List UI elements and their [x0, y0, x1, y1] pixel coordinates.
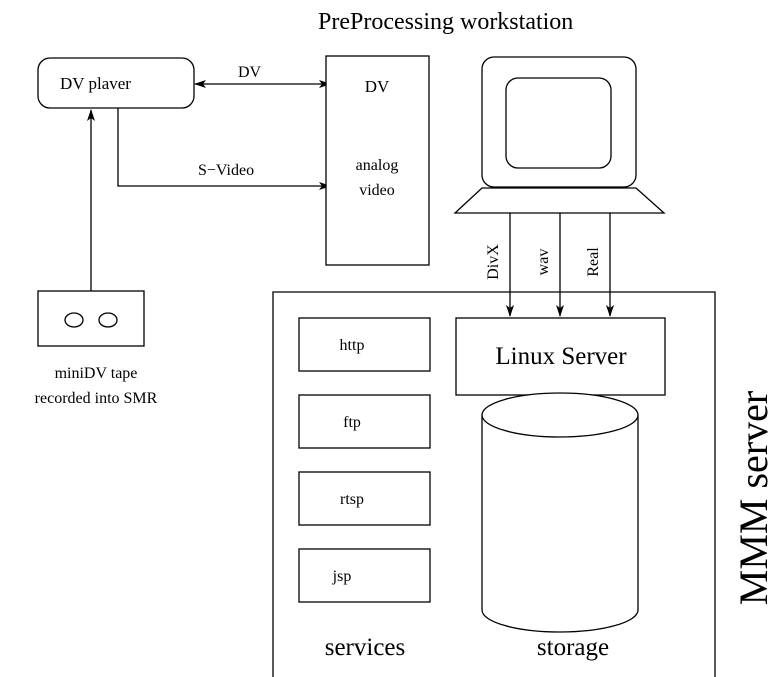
tape-reel-left	[64, 312, 84, 328]
monitor-base	[453, 187, 666, 214]
real-label: Real	[585, 247, 602, 277]
service-ftp-label: ftp	[343, 414, 361, 431]
linux-server-label: Linux Server	[495, 343, 627, 370]
monitor-screen	[505, 77, 612, 169]
capture-card-box	[325, 55, 430, 266]
service-http-box	[298, 317, 431, 372]
service-rtsp-label: rtsp	[340, 491, 364, 508]
workstation-title: PreProcessing workstation	[318, 9, 573, 35]
service-http-label: http	[340, 337, 365, 354]
service-jsp-label: jsp	[332, 568, 352, 585]
services-caption: services	[325, 634, 406, 661]
wav-label: wav	[535, 249, 552, 276]
service-rtsp-box	[298, 471, 431, 526]
dv-player-label: DV plaver	[60, 74, 131, 93]
service-ftp-box	[298, 394, 431, 449]
mmm-server-label: MMM server	[731, 391, 770, 605]
server-enclosure	[272, 291, 716, 677]
tape-reel-right	[98, 312, 118, 328]
divx-label: DivX	[485, 244, 502, 280]
capture-analog-line2: video	[359, 182, 395, 199]
dv-link-label: DV	[238, 64, 262, 81]
tape-caption-line1: miniDV tape	[55, 365, 138, 382]
minidv-tape-box	[37, 290, 145, 347]
linux-server-box	[455, 317, 666, 396]
capture-dv-label: DV	[365, 77, 390, 96]
storage-caption: storage	[537, 634, 609, 661]
svideo-link-label: S−Video	[198, 162, 254, 179]
tape-caption-line2: recorded into SMR	[35, 390, 158, 407]
storage-cylinder-body	[481, 415, 639, 633]
capture-analog-line1: analog	[356, 157, 399, 174]
storage-cylinder-top	[481, 392, 639, 438]
service-jsp-box	[298, 548, 431, 603]
svideo-link-arrow	[117, 108, 331, 190]
